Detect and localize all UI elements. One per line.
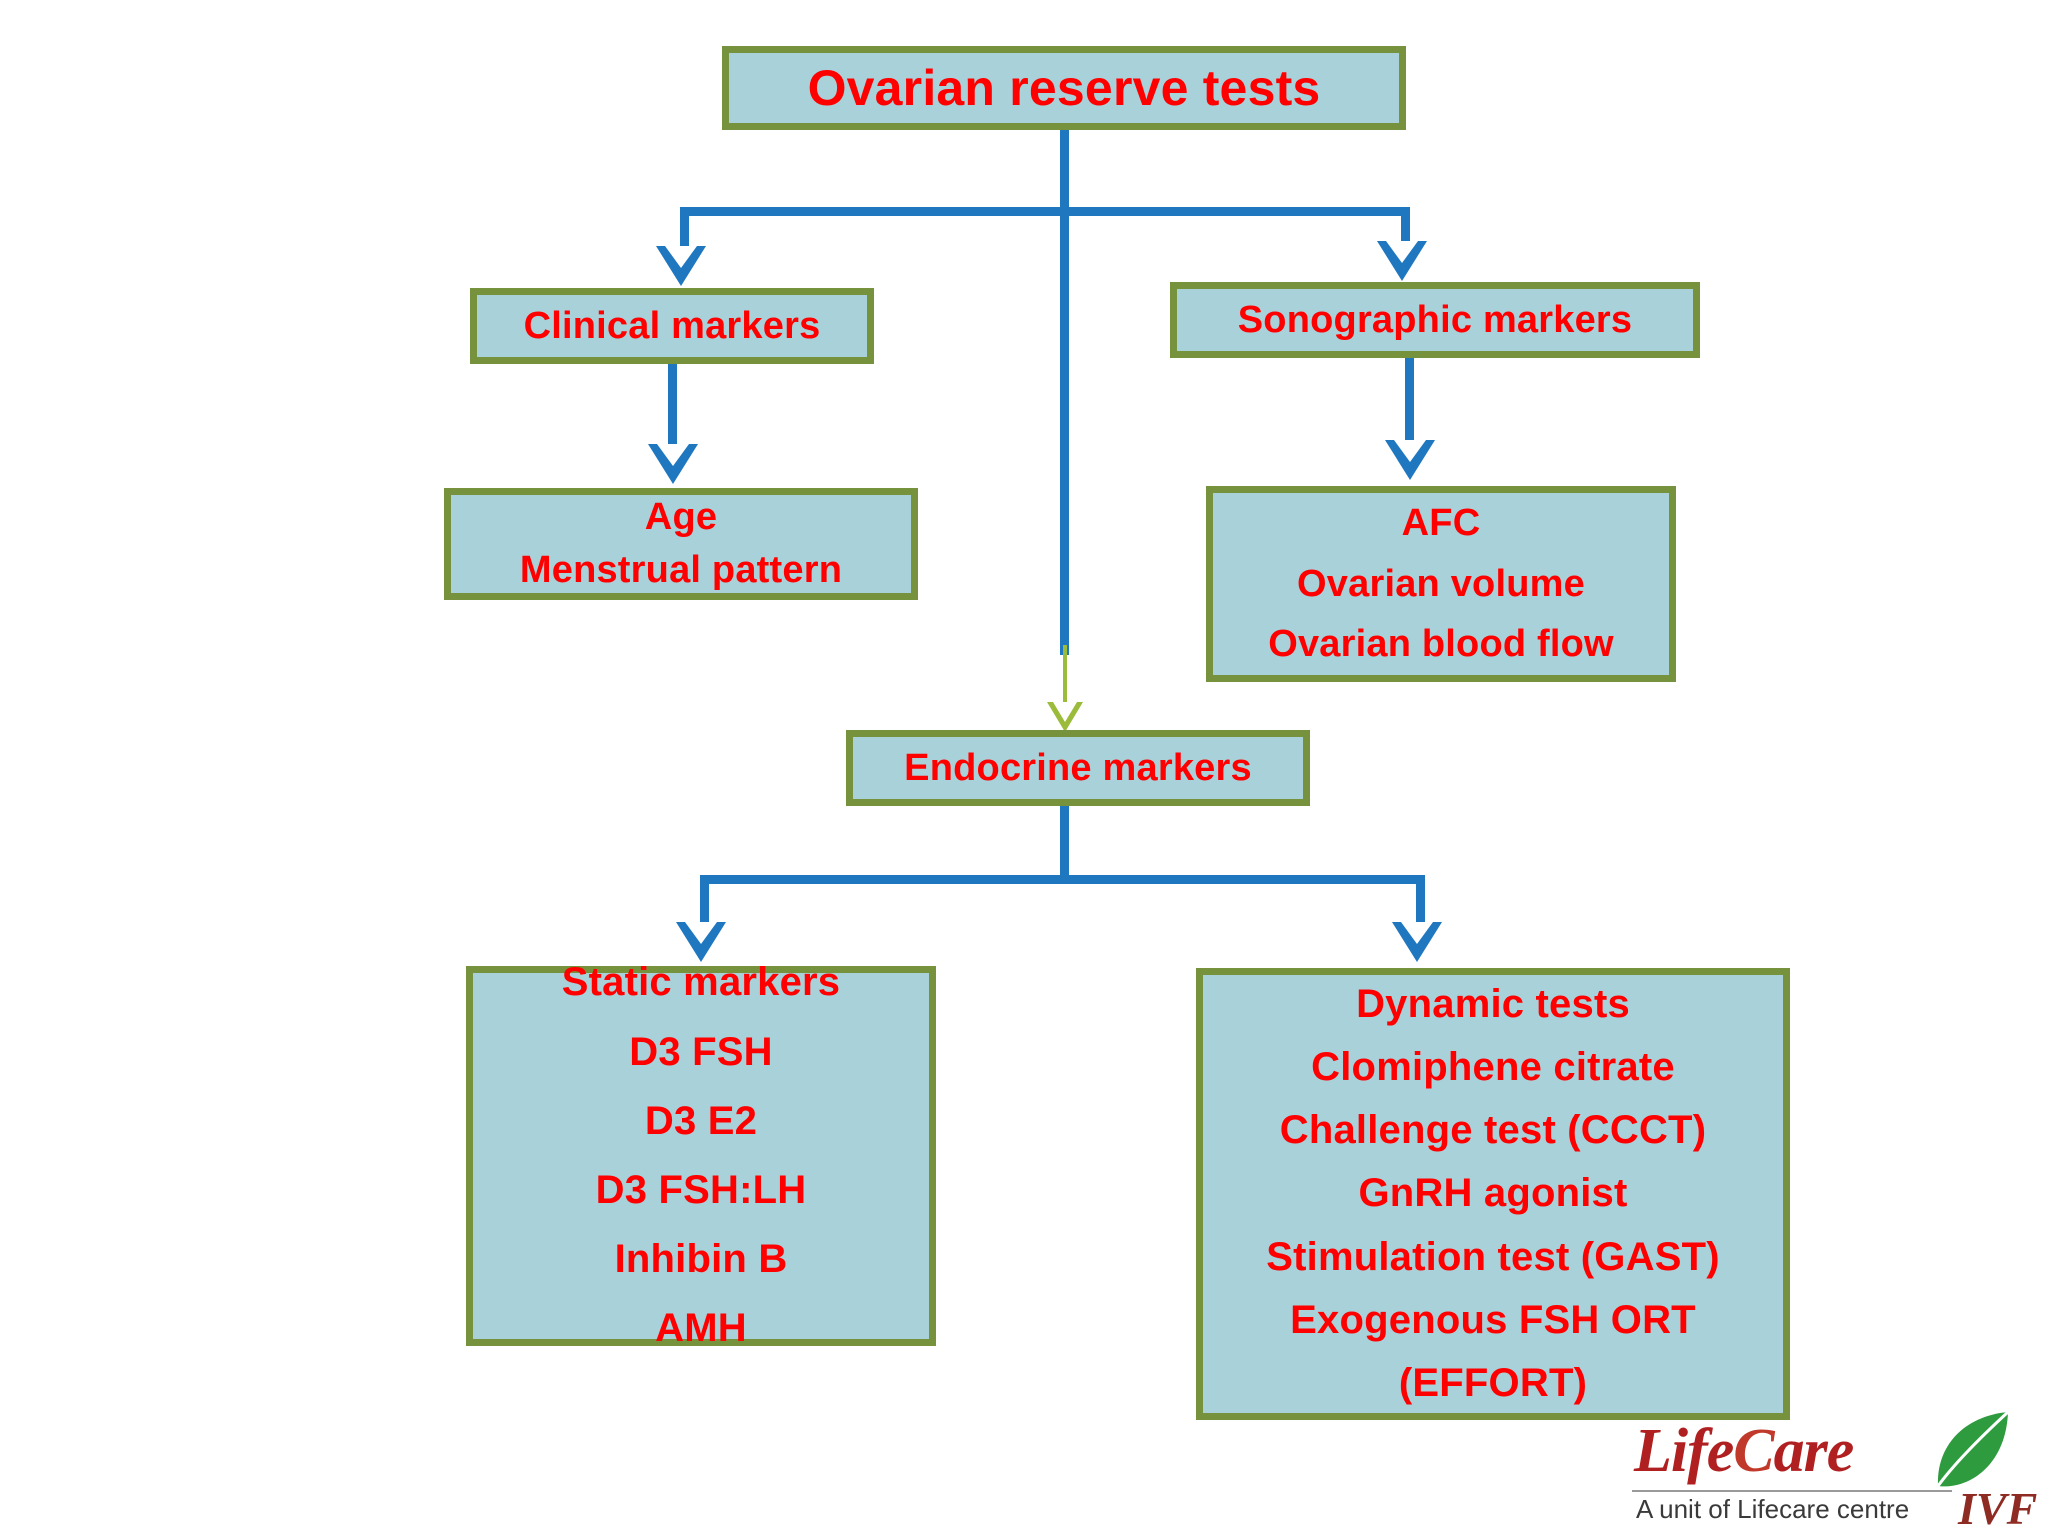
- arrowhead-to-static-markers: [676, 922, 726, 962]
- connector-root-stem: [1060, 128, 1069, 216]
- leaf-icon: [1936, 1410, 2010, 1487]
- node-sonographic-detail-line: AFC: [1401, 502, 1481, 545]
- node-static-markers-line: Inhibin B: [614, 1237, 788, 1282]
- connector-root-split-bar: [680, 207, 1410, 216]
- arrowhead-to-clinical-detail: [648, 444, 698, 484]
- node-endocrine-markers-label: Endocrine markers: [904, 746, 1252, 789]
- node-dynamic-tests-line: Exogenous FSH ORT: [1290, 1297, 1696, 1342]
- node-sonographic-detail[interactable]: AFC Ovarian volume Ovarian blood flow: [1206, 486, 1676, 682]
- arrowhead-to-sonographic-markers: [1377, 241, 1427, 281]
- node-static-markers-line: AMH: [655, 1306, 747, 1351]
- node-sonographic-markers-label: Sonographic markers: [1237, 298, 1633, 341]
- node-ovarian-reserve-tests[interactable]: Ovarian reserve tests: [722, 46, 1406, 130]
- connector-clinical-to-detail: [668, 364, 677, 452]
- logo-ivf-text: IVF: [1958, 1483, 2038, 1534]
- node-clinical-detail-line: Age: [644, 496, 718, 539]
- logo-word-are: are: [1773, 1417, 1855, 1485]
- logo-divider: [1632, 1490, 1952, 1492]
- connector-endocrine-left-drop: [700, 875, 709, 930]
- node-sonographic-detail-line: Ovarian volume: [1297, 562, 1585, 605]
- logo-word-life: Life: [1634, 1417, 1734, 1485]
- connector-sonographic-to-detail: [1405, 358, 1414, 448]
- node-title-label: Ovarian reserve tests: [807, 60, 1321, 116]
- node-clinical-markers-label: Clinical markers: [523, 304, 821, 347]
- connector-endocrine-stem: [1060, 806, 1069, 884]
- node-clinical-detail-line: Menstrual pattern: [519, 549, 843, 591]
- connector-root-right-drop: [1401, 207, 1410, 247]
- arrowhead-to-dynamic-tests: [1392, 922, 1442, 962]
- node-sonographic-markers[interactable]: Sonographic markers: [1170, 282, 1700, 358]
- node-dynamic-tests-line: Clomiphene citrate: [1311, 1045, 1675, 1090]
- node-static-markers-line: D3 E2: [644, 1098, 758, 1143]
- node-clinical-detail[interactable]: Age Menstrual pattern: [444, 488, 918, 600]
- node-dynamic-tests-line: Dynamic tests: [1356, 981, 1630, 1026]
- connector-green-to-endocrine: [1063, 645, 1067, 725]
- node-sonographic-detail-line: Ovarian blood flow: [1268, 623, 1614, 666]
- node-static-markers-line: Static markers: [561, 960, 841, 1005]
- logo-wordmark: LifeCare: [1634, 1416, 1855, 1487]
- connector-endocrine-right-drop: [1416, 875, 1425, 930]
- lifecare-ivf-logo: LifeCare A unit of Lifecare centre IVF: [1628, 1410, 2038, 1534]
- connector-endocrine-split-bar: [700, 875, 1425, 884]
- node-static-markers-line: D3 FSH: [629, 1029, 773, 1074]
- arrowhead-to-clinical-markers: [656, 246, 706, 286]
- node-dynamic-tests-line: (EFFORT): [1398, 1360, 1588, 1405]
- node-dynamic-tests-line: Stimulation test (GAST): [1266, 1234, 1720, 1279]
- node-endocrine-markers[interactable]: Endocrine markers: [846, 730, 1310, 806]
- node-static-markers[interactable]: Static markers D3 FSH D3 E2 D3 FSH:LH In…: [466, 960, 936, 1350]
- logo-word-c: C: [1733, 1417, 1774, 1485]
- node-static-markers-line: D3 FSH:LH: [595, 1168, 807, 1212]
- arrowhead-to-endocrine-markers: [1047, 702, 1083, 732]
- node-clinical-markers[interactable]: Clinical markers: [470, 288, 874, 364]
- logo-tagline: A unit of Lifecare centre: [1636, 1494, 1910, 1524]
- connector-root-left-drop: [680, 207, 689, 252]
- arrowhead-to-sonographic-detail: [1385, 440, 1435, 480]
- node-dynamic-tests[interactable]: Dynamic tests Clomiphene citrate Challen…: [1196, 968, 1790, 1420]
- node-dynamic-tests-line: Challenge test (CCCT): [1279, 1108, 1707, 1153]
- connector-root-to-endocrine: [1060, 207, 1069, 655]
- node-dynamic-tests-line: GnRH agonist: [1358, 1171, 1628, 1216]
